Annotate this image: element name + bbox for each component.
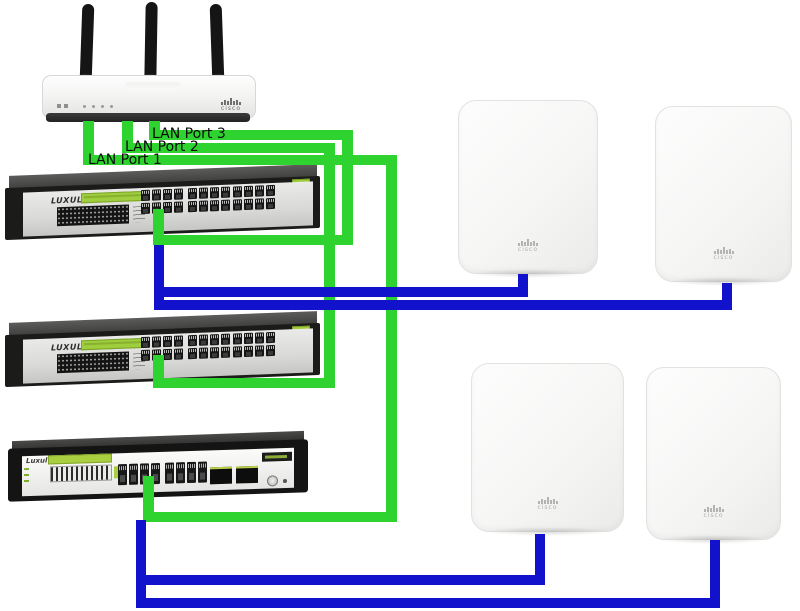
switch-label-strip [81, 190, 145, 204]
port-group-3 [233, 331, 275, 358]
router-embossed-logo [125, 82, 181, 90]
ap-bottom-right-device: cisco [646, 367, 781, 544]
switch-led-column [24, 468, 29, 485]
cable-switch-top-drop [154, 245, 164, 310]
cisco-bars-icon [713, 247, 734, 254]
label-lan-port-3: LAN Port 3 [152, 126, 226, 142]
cisco-bars-icon [537, 497, 558, 504]
cisco-logo-text: cisco [713, 254, 734, 261]
switch-label-strip [81, 337, 145, 351]
router-port-mark [57, 104, 61, 108]
cable-lan1-horizontal [83, 155, 397, 165]
cable-ap-bottom-right-horizontal [136, 598, 720, 608]
sfp-port-2 [236, 465, 258, 484]
cisco-logo: cisco [537, 497, 558, 511]
cable-lan3-horizontal [149, 130, 353, 140]
cisco-bars-icon [518, 239, 538, 246]
router-antenna-1 [79, 3, 95, 83]
port-group-2 [188, 333, 230, 360]
cable-ap-top-left-riser [518, 274, 528, 297]
sfp-port-1 [210, 466, 232, 485]
cable-ap-top-right-riser [722, 283, 732, 310]
label-lan-port-2: LAN Port 2 [125, 139, 199, 155]
cisco-logo: cisco [518, 239, 538, 253]
router-led [110, 105, 113, 108]
router-antenna-3 [209, 3, 225, 83]
power-button [267, 475, 278, 487]
router-led [83, 105, 86, 108]
cable-ap-top-right-horizontal [154, 300, 732, 310]
cable-lan1-switch-bottom-horizontal [143, 512, 397, 522]
ap-top-right-device: cisco [655, 106, 792, 286]
port-row [118, 461, 207, 486]
router-antenna-2 [144, 1, 158, 83]
cisco-logo-text: cisco [537, 504, 558, 511]
cable-lan2-vertical [324, 143, 335, 388]
cable-lan2-switch-middle-port [153, 355, 164, 378]
router-led [101, 105, 104, 108]
router-body: cisco [42, 75, 256, 119]
cisco-logo: cisco [713, 247, 734, 261]
cisco-bars-icon [220, 98, 241, 105]
cable-lan3-vertical [342, 130, 353, 243]
port-group-2 [188, 186, 230, 213]
cable-lan2-horizontal [122, 143, 335, 153]
cable-lan1-switch-bottom-port [143, 476, 154, 512]
cisco-bars-icon [703, 505, 724, 512]
cable-lan2-switch-middle-horizontal [153, 378, 335, 388]
cable-lan3-switch-top-port [153, 209, 164, 235]
switch-bottom-device: Luxul [8, 430, 308, 502]
cable-lan1-vertical [386, 155, 397, 522]
port-group-3 [233, 184, 275, 211]
cable-lan3-switch-top-horizontal [153, 235, 353, 245]
cable-ap-bottom-left-riser [535, 534, 545, 585]
switch-front-panel: Luxul [22, 447, 294, 497]
cisco-logo-text: cisco [220, 105, 241, 112]
ap-top-left-device: cisco [458, 100, 598, 278]
cisco-logo-text: cisco [517, 246, 539, 253]
cable-ap-bottom-left-horizontal [136, 575, 545, 585]
router-led [92, 105, 95, 108]
cisco-logo: cisco [703, 505, 724, 519]
cable-switch-bottom-drop [136, 520, 146, 608]
cable-ap-top-left-horizontal [154, 287, 528, 297]
cable-lan1-router-drop [83, 121, 94, 165]
switch-label-strip [48, 453, 112, 465]
ap-bottom-left-device: cisco [471, 363, 624, 536]
cisco-logo: cisco [221, 98, 241, 112]
switch-led-panel [50, 464, 112, 483]
switch-model-chip [262, 451, 292, 462]
cable-ap-bottom-right-riser [710, 540, 720, 608]
switch-led-panel [57, 351, 129, 374]
luxul-logo: Luxul [26, 456, 48, 466]
cable-lan2-router-drop [122, 121, 133, 153]
router-port-mark [64, 104, 68, 108]
luxul-logo: LUXUL [51, 195, 83, 206]
power-led [283, 478, 287, 484]
router-base [46, 113, 250, 122]
label-lan-port-1: LAN Port 1 [88, 152, 162, 168]
switch-led-panel [57, 204, 129, 227]
luxul-logo: LUXUL [51, 342, 83, 353]
cisco-logo-text: cisco [703, 512, 724, 519]
